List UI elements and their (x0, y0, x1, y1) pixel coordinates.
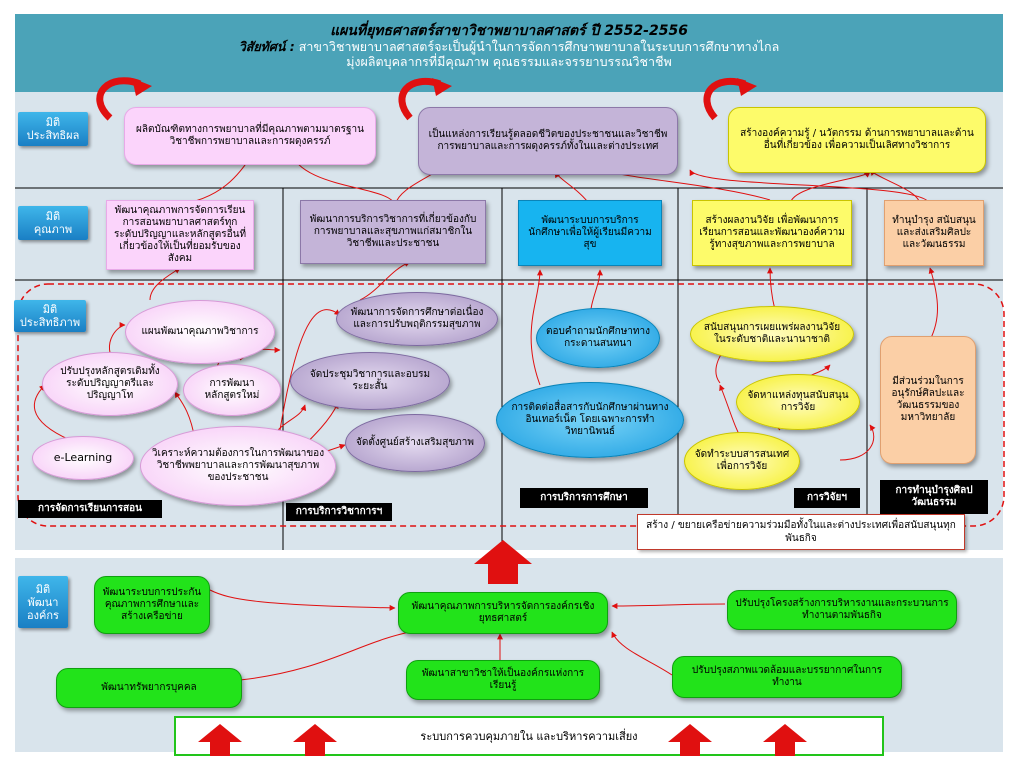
dimension-org: มิติ พัฒนา องค์กร (18, 576, 68, 628)
quality-academic-service: พัฒนาการบริการวิชาการที่เกี่ยวข้องกับการ… (300, 200, 486, 264)
quality-research: สร้างผลงานวิจัย เพื่อพัฒนาการเรียนการสอน… (692, 200, 852, 266)
internal-control-bar: ระบบการควบคุมภายใน และบริหารความเสี่ยง (174, 716, 884, 756)
dimension-quality: มิติ คุณภาพ (18, 206, 88, 240)
oval-info-system: จัดทำระบบสารสนเทศเพื่อการวิจัย (684, 432, 800, 490)
oval-improve-curriculum: ปรับปรุงหลักสูตรเดิมทั้งระดับปริญญาตรีแล… (42, 352, 178, 416)
oval-fund-research: จัดหาแหล่งทุนสนับสนุนการวิจัย (736, 374, 860, 430)
oval-continuing-education: พัฒนาการจัดการศึกษาต่อเนื่องและการปรับพฤ… (336, 292, 498, 346)
oval-contact-students: การติดต่อสื่อสารกับนักศึกษาผ่านทางอินเทอ… (496, 382, 684, 458)
goal-lifelong-learning: เป็นแหล่งการเรียนรู้ตลอดชีวิตของประชาชนแ… (418, 107, 678, 175)
label-research: การวิจัยฯ (794, 488, 860, 508)
goal-knowledge-innovation: สร้างองค์ความรู้ / นวัตกรรม ด้านการพยาบา… (728, 107, 986, 173)
label-arts: การทำนุบำรุงศิลปวัฒนธรรม (880, 480, 988, 514)
org-environment: ปรับปรุงสภาพแวดล้อมและบรรยากาศในการทำงาน (672, 656, 902, 698)
dimension-effectiveness: มิติ ประสิทธิผล (18, 112, 88, 146)
oval-conference: จัดประชุมวิชาการและอบรมระยะสั้น (290, 352, 450, 410)
quality-student-service: พัฒนาระบบการบริการนักศึกษาเพื่อให้ผู้เรี… (518, 200, 662, 266)
vision-line2: มุ่งผลิตบุคลากรที่มีคุณภาพ คุณธรรมและจรร… (346, 54, 672, 69)
dimension-efficiency: มิติ ประสิทธิภาพ (14, 300, 86, 332)
org-restructure: ปรับปรุงโครงสร้างการบริหารงานและกระบวนกา… (727, 590, 957, 630)
internal-control-label: ระบบการควบคุมภายใน และบริหารความเสี่ยง (420, 730, 638, 743)
page-title: แผนที่ยุทธศาสตร์สาขาวิชาพยาบาลศาสตร์ ปี … (330, 23, 688, 39)
header-banner: แผนที่ยุทธศาสตร์สาขาวิชาพยาบาลศาสตร์ ปี … (15, 14, 1003, 92)
quality-teaching: พัฒนาคุณภาพการจัดการเรียนการสอนพยาบาลศาส… (106, 200, 254, 270)
org-strategic-management: พัฒนาคุณภาพการบริหารจัดการองค์กรเชิงยุทธ… (398, 592, 608, 634)
arts-participation: มีส่วนร่วมในการอนุรักษ์ศิลปะและวัฒนธรรมข… (880, 336, 976, 464)
org-learning-organization: พัฒนาสาขาวิชาให้เป็นองค์กรแห่งการเรียนรู… (406, 660, 600, 700)
quality-arts: ทำนุบำรุง สนับสนุนและส่งเสริมศิลปะและวัฒ… (884, 200, 984, 266)
oval-new-curriculum: การพัฒนาหลักสูตรใหม่ (183, 364, 281, 416)
org-hr: พัฒนาทรัพยากรบุคคล (56, 668, 242, 708)
oval-analyze-needs: วิเคราะห์ความต้องการในการพัฒนาของวิชาชีพ… (140, 426, 336, 506)
oval-elearning: e-Learning (32, 436, 134, 480)
vision: วิสัยทัศน์ : สาขาวิชาพยาบาลศาสตร์จะเป็นผ… (15, 39, 1003, 54)
label-academic-service: การบริการวิชาการฯ (286, 503, 392, 521)
vision-text: สาขาวิชาพยาบาลศาสตร์จะเป็นผู้นำในการจัดก… (294, 39, 780, 54)
oval-health-center: จัดตั้งศูนย์สร้างเสริมสุขภาพ (345, 414, 485, 472)
oval-support-publish: สนับสนุนการเผยแพร่ผลงานวิจัยในระดับชาติแ… (690, 306, 854, 362)
org-quality-system: พัฒนาระบบการประกันคุณภาพการศึกษาและสร้าง… (94, 576, 210, 634)
goal-graduates: ผลิตบัณฑิตทางการพยาบาลที่มีคุณภาพตามมาตร… (124, 107, 376, 165)
label-education-service: การบริการการศึกษา (520, 488, 648, 508)
oval-answer-questions: ตอบคำถามนักศึกษาทางกระดานสนทนา (536, 308, 660, 368)
vision-label: วิสัยทัศน์ : (238, 39, 295, 54)
oval-quality-plan: แผนพัฒนาคุณภาพวิชาการ (125, 300, 275, 364)
network-note: สร้าง / ขยายเครือข่ายความร่วมมือทั้งในแล… (637, 514, 965, 550)
label-teaching: การจัดการเรียนการสอน (18, 500, 162, 518)
